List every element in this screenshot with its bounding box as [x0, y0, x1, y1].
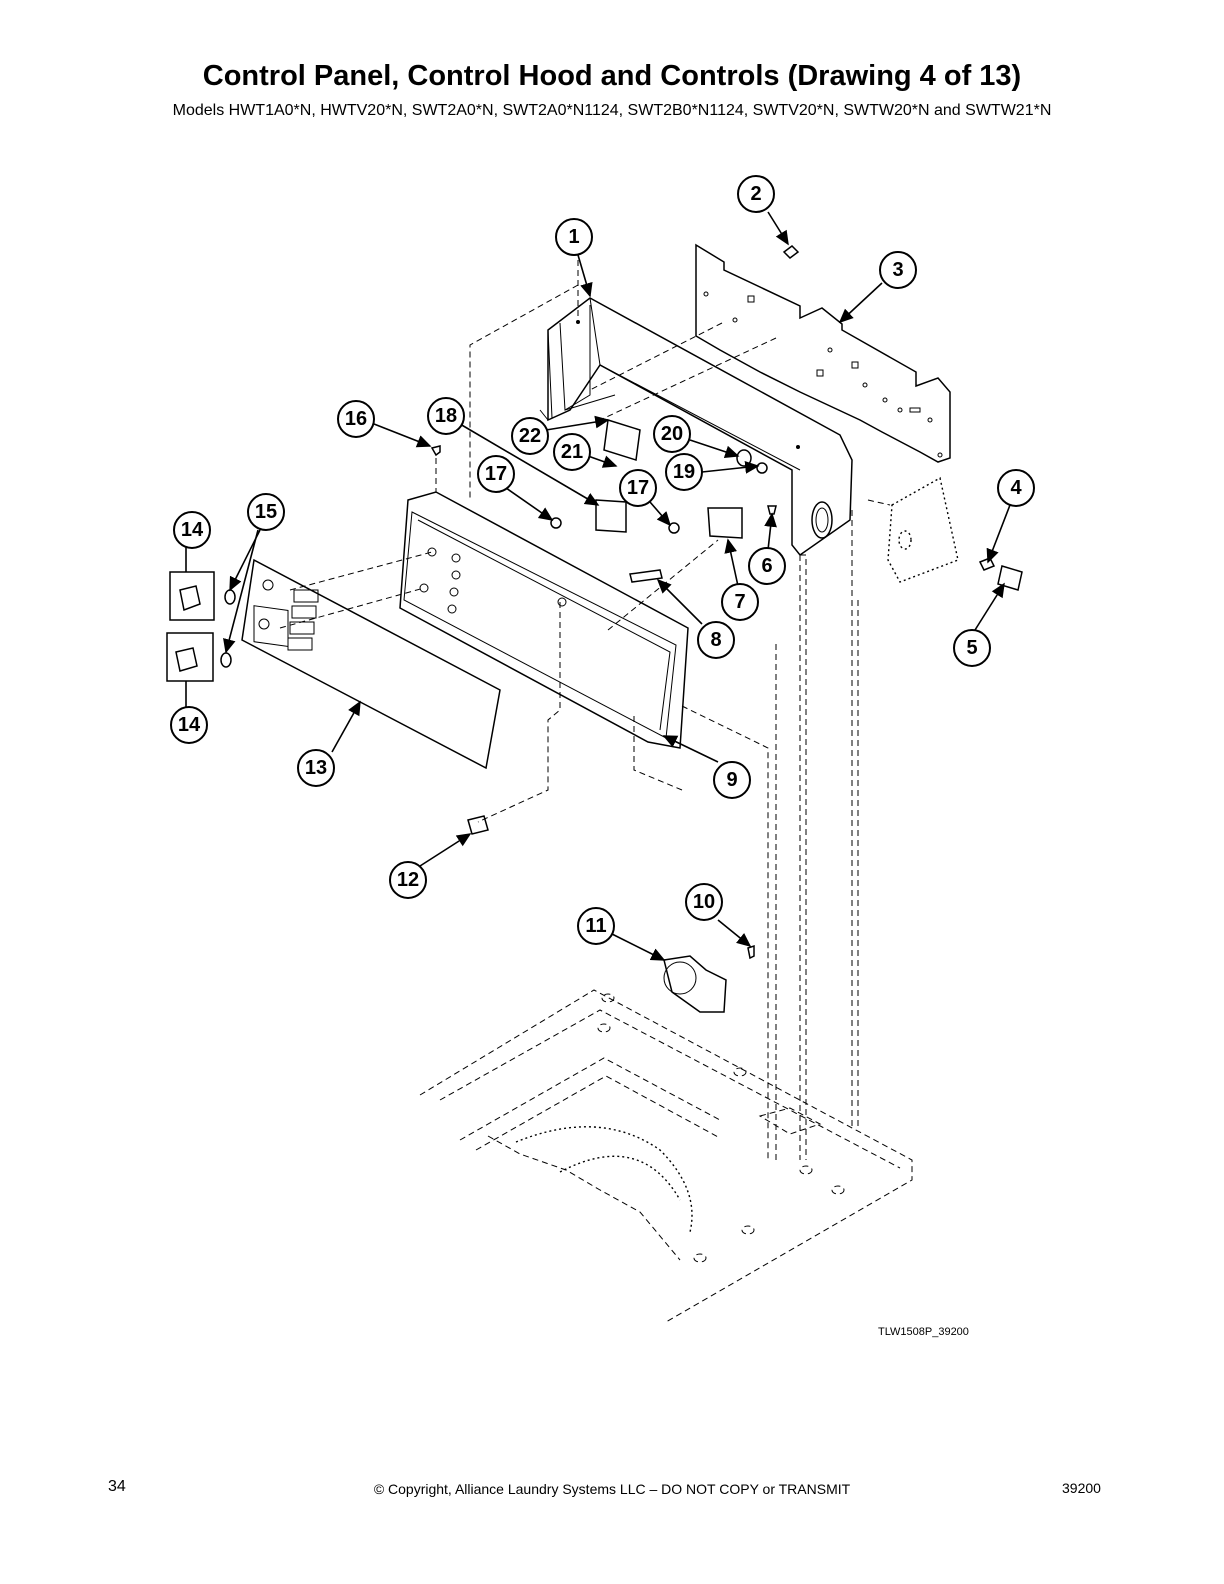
- callout-8: 8: [697, 621, 735, 659]
- callout-9: 9: [713, 761, 751, 799]
- callout-1: 1: [555, 218, 593, 256]
- callout-14-upper: 14: [173, 511, 211, 549]
- svg-text:16: 16: [345, 408, 367, 430]
- svg-text:14: 14: [181, 519, 204, 541]
- svg-text:6: 6: [761, 555, 772, 577]
- svg-text:3: 3: [892, 259, 903, 281]
- callout-19: 19: [665, 453, 703, 491]
- callout-22: 22: [511, 417, 549, 455]
- svg-text:22: 22: [519, 425, 541, 447]
- rear-bracket: [695, 243, 951, 463]
- drawing-code: TLW1508P_39200: [878, 1326, 969, 1338]
- knob-lower: [166, 632, 232, 682]
- svg-text:17: 17: [485, 463, 507, 485]
- callout-10: 10: [685, 883, 723, 921]
- leader-lines: [185, 211, 1011, 961]
- callout-17-right: 17: [619, 469, 657, 507]
- callout-7: 7: [721, 583, 759, 621]
- knob-upper: [169, 571, 236, 621]
- callout-15: 15: [247, 493, 285, 531]
- svg-text:4: 4: [1010, 477, 1022, 499]
- svg-text:20: 20: [661, 423, 683, 445]
- callout-6: 6: [748, 547, 786, 585]
- svg-text:19: 19: [673, 461, 695, 483]
- hardware: [430, 245, 1023, 1013]
- svg-text:13: 13: [305, 757, 327, 779]
- callout-16: 16: [337, 400, 375, 438]
- svg-text:14: 14: [178, 714, 201, 736]
- svg-text:17: 17: [627, 477, 649, 499]
- document-number: 39200: [1062, 1480, 1101, 1496]
- side-bracket: [887, 476, 959, 583]
- svg-text:11: 11: [585, 915, 606, 937]
- svg-text:7: 7: [734, 591, 745, 613]
- assembly-lines: [279, 260, 891, 1160]
- callout-20: 20: [653, 415, 691, 453]
- console-overlay: [241, 558, 501, 770]
- svg-text:1: 1: [568, 226, 579, 248]
- callout-11: 11: [577, 907, 615, 945]
- svg-text:5: 5: [966, 637, 977, 659]
- models-subtitle: Models HWT1A0*N, HWTV20*N, SWT2A0*N, SWT…: [172, 102, 1052, 119]
- svg-text:2: 2: [750, 183, 761, 205]
- svg-text:21: 21: [561, 441, 583, 463]
- svg-text:10: 10: [693, 891, 715, 913]
- copyright-notice: © Copyright, Alliance Laundry Systems LL…: [373, 1481, 851, 1497]
- washer-base: [419, 989, 913, 1323]
- callout-14-lower: 14: [170, 706, 208, 744]
- control-hood: [539, 297, 853, 557]
- svg-text:8: 8: [710, 629, 721, 651]
- callout-17-left: 17: [477, 455, 515, 493]
- callout-2: 2: [737, 175, 775, 213]
- page-title: Control Panel, Control Hood and Controls…: [202, 60, 1022, 92]
- svg-text:12: 12: [397, 869, 419, 891]
- callout-4: 4: [997, 469, 1035, 507]
- page-number: 34: [108, 1478, 126, 1495]
- callout-5: 5: [953, 629, 991, 667]
- callout-21: 21: [553, 433, 591, 471]
- svg-text:9: 9: [726, 769, 737, 791]
- callout-3: 3: [879, 251, 917, 289]
- callout-13: 13: [297, 749, 335, 787]
- svg-text:18: 18: [435, 405, 457, 427]
- callout-12: 12: [389, 861, 427, 899]
- svg-text:15: 15: [255, 501, 277, 523]
- callout-18: 18: [427, 397, 465, 435]
